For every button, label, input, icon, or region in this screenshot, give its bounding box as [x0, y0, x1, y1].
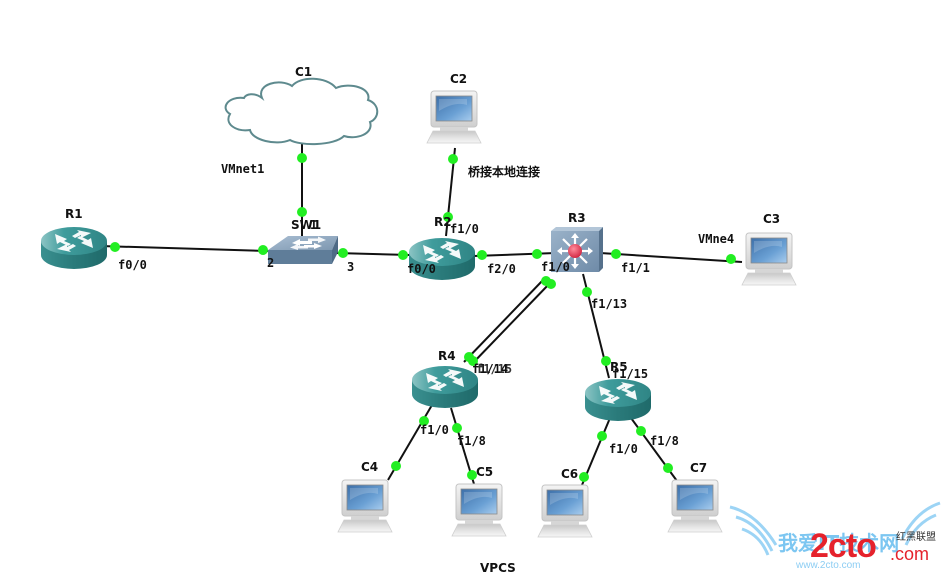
port-label-r3-f10: f1/0 [541, 260, 570, 274]
watermark-tag: 红黑联盟 [896, 532, 936, 543]
port-dot-c5[interactable] [467, 470, 477, 480]
wings-icon [729, 501, 941, 556]
link-r2-r3[interactable] [473, 252, 557, 257]
router-icon [412, 366, 478, 408]
port-dot-r4-f10[interactable] [419, 416, 429, 426]
node-c2-pc[interactable] [426, 90, 482, 144]
port-dot-r1-f00[interactable] [110, 242, 120, 252]
node-r3-l3switch[interactable] [551, 227, 603, 272]
vpcs-annotation: VPCS [480, 561, 516, 575]
node-c6-pc[interactable] [537, 484, 593, 538]
port-dot-c6[interactable] [579, 472, 589, 482]
port-dot-sw1-1[interactable] [297, 207, 307, 217]
computer-icon [426, 90, 482, 144]
computer-icon [451, 483, 507, 537]
label-r1: R1 [65, 207, 83, 221]
multilayer-switch-icon [551, 227, 603, 272]
port-label-r3-f113: f1/13 [591, 297, 628, 311]
computer-icon [337, 479, 393, 533]
port-label-r4-f114: f1/14 [472, 362, 509, 376]
port-dot-c7[interactable] [663, 463, 673, 473]
port-label-c3-vmne4: VMne4 [698, 232, 735, 246]
switch-icon [268, 236, 338, 264]
port-label-c1-vmnet1: VMnet1 [221, 162, 265, 176]
port-dot-r4-f115[interactable] [468, 356, 478, 366]
port-dot-r3-f113[interactable] [582, 287, 592, 297]
node-c5-pc[interactable] [451, 483, 507, 537]
label-c2: C2 [450, 72, 468, 86]
node-c7-pc[interactable] [667, 479, 723, 533]
port-dot-r2-f20[interactable] [477, 250, 487, 260]
label-c7: C7 [690, 461, 708, 475]
label-r5: R5 [610, 360, 628, 374]
label-r3: R3 [568, 211, 586, 225]
port-dot-r3-f115[interactable] [546, 279, 556, 289]
port-label-sw1-2: 2 [267, 256, 275, 270]
label-sw1: SW1 [291, 218, 322, 232]
node-c3-pc[interactable] [741, 232, 797, 286]
port-label-r2-f10: f1/0 [450, 222, 479, 236]
node-c4-pc[interactable] [337, 479, 393, 533]
computer-icon [667, 479, 723, 533]
port-dot-r4-f18[interactable] [452, 423, 462, 433]
watermark-brand: 2cto [810, 527, 877, 565]
port-label-r4-f10: f1/0 [420, 423, 449, 437]
port-dot-r2-f00[interactable] [398, 250, 408, 260]
port-label-r3-f11: f1/1 [621, 261, 650, 275]
port-label-r5-f18: f1/8 [650, 434, 679, 448]
computer-icon [741, 232, 797, 286]
port-label-c2-bridge: 桥接本地连接 [468, 165, 541, 179]
label-c4: C4 [361, 460, 379, 474]
port-dot-c3-vmne4[interactable] [726, 254, 736, 264]
port-dot-r3-f11[interactable] [611, 249, 621, 259]
port-label-r2-f20: f2/0 [487, 262, 516, 276]
port-label-sw1-3: 3 [347, 260, 355, 274]
link-sw1-r2[interactable] [335, 252, 411, 256]
link-r3-r4-b[interactable] [470, 281, 552, 366]
port-label-r5-f10: f1/0 [609, 442, 638, 456]
node-c1-cloud[interactable] [224, 77, 379, 146]
port-label-r2-f00: f0/0 [407, 262, 436, 276]
link-r3-c3[interactable] [599, 252, 743, 263]
link-r1-sw1[interactable] [99, 245, 269, 252]
watermark-cn-text: 我爱IT技术网 [778, 531, 900, 555]
port-dot-r2-f10[interactable] [443, 212, 453, 222]
node-r4-router[interactable] [412, 366, 478, 408]
computer-icon [537, 484, 593, 538]
watermark-suffix: .com [890, 544, 930, 564]
label-r4: R4 [438, 349, 456, 363]
label-c6: C6 [561, 467, 579, 481]
label-c1: C1 [295, 65, 313, 79]
port-dot-c1-vmnet1[interactable] [297, 153, 307, 163]
port-label-r5-f115: f1/15 [612, 367, 649, 381]
port-dot-sw1-3[interactable] [338, 248, 348, 258]
node-sw1-switch[interactable] [268, 236, 338, 264]
cloud-icon [224, 77, 379, 146]
port-label-r4-f115: f1/15 [476, 362, 513, 376]
router-icon [41, 227, 107, 269]
label-r2: R2 [434, 215, 452, 229]
port-dot-r5-f18[interactable] [636, 426, 646, 436]
watermark-url: www.2cto.com [796, 560, 861, 571]
port-label-r1-f00: f0/0 [118, 258, 147, 272]
port-label-r4-f18: f1/8 [457, 434, 486, 448]
label-c5: C5 [476, 465, 494, 479]
node-r5-router[interactable] [585, 379, 651, 421]
port-label-sw1-1: 1 [310, 218, 318, 232]
node-r1-router[interactable] [41, 227, 107, 269]
watermark: 我爱IT技术网 2cto .com 红黑联盟 www.2cto.com [726, 495, 944, 575]
port-dots [110, 153, 736, 482]
port-dot-r5-f115[interactable] [601, 356, 611, 366]
port-dot-sw1-2[interactable] [258, 245, 268, 255]
port-dot-c4[interactable] [391, 461, 401, 471]
router-icon [585, 379, 651, 421]
port-dot-r3-f10[interactable] [532, 249, 542, 259]
port-dot-c2-bridge[interactable] [448, 154, 458, 164]
port-dot-r5-f10[interactable] [597, 431, 607, 441]
label-c3: C3 [763, 212, 781, 226]
link-r3-r4-a[interactable] [463, 278, 545, 363]
